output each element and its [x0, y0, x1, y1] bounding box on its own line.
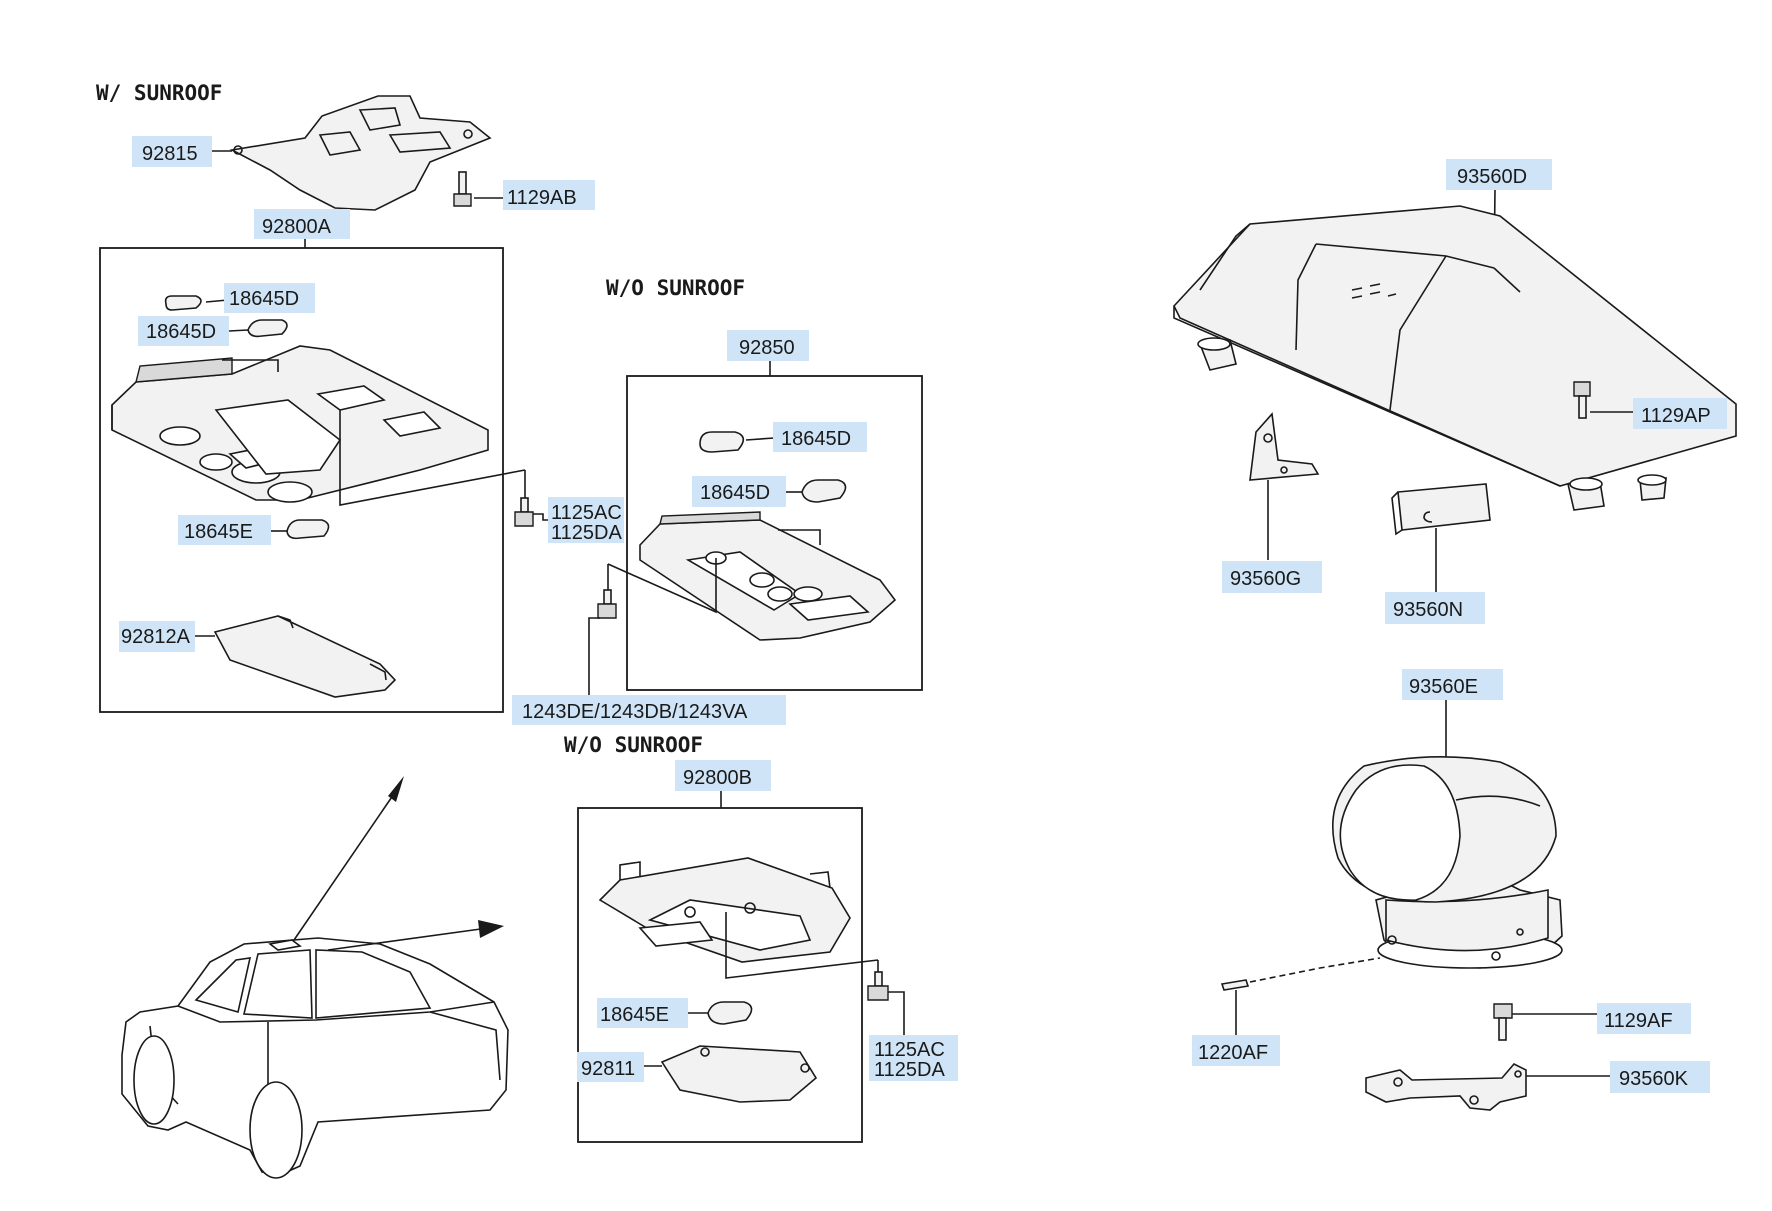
box-92800A	[99, 247, 504, 713]
box-92800B	[577, 807, 863, 1143]
label-92800B: 92800B	[683, 767, 752, 789]
arrow-to-rear-lamp	[327, 920, 504, 951]
car-body-drawing	[121, 937, 509, 1179]
label-bg-92811	[577, 1052, 644, 1082]
label-18645D-upper: 18645D	[229, 288, 299, 310]
label-bg-1220AF	[1192, 1035, 1280, 1066]
label-bg-92815	[132, 136, 212, 167]
label-bg-18645D-mid-lower	[692, 476, 786, 507]
label-bg-1129AP	[1633, 398, 1727, 429]
label-bg-92800B	[675, 760, 771, 791]
screw-1129AP-drawing	[1573, 381, 1640, 419]
label-bg-93560D	[1446, 159, 1552, 190]
label-bg-1243	[512, 695, 786, 725]
header-wo-sunroof-bottom: W/O SUNROOF	[564, 733, 703, 757]
label-bg-18645E-upper	[178, 515, 271, 545]
label-18645D-lower: 18645D	[146, 321, 216, 343]
label-1129AF: 1129AF	[1604, 1010, 1673, 1032]
label-18645E-lower: 18645E	[600, 1004, 669, 1026]
label-93560N: 93560N	[1393, 599, 1463, 621]
label-bg-1129AF	[1597, 1003, 1691, 1034]
label-1125DA-left: 1125DA	[551, 522, 622, 544]
box-92850	[626, 375, 923, 691]
lamp-housing-92850-drawing	[607, 511, 897, 641]
screw-1243-drawing	[588, 564, 617, 695]
label-bg-18645D-lower	[138, 316, 229, 346]
label-1243: 1243DE/1243DB/1243VA	[522, 701, 748, 723]
header-wo-sunroof-top: W/O SUNROOF	[606, 276, 745, 300]
label-1129AP: 1129AP	[1641, 405, 1711, 427]
bracket-93560K-drawing	[1365, 1063, 1612, 1111]
bulb-18645D-mid-upper-drawing	[699, 431, 775, 453]
header-w-sunroof: W/ SUNROOF	[96, 81, 222, 105]
spot-lamp-93560E-drawing	[1331, 756, 1563, 969]
bulb-18645D-mid-lower-drawing	[786, 479, 847, 503]
label-1125DA-right: 1125DA	[874, 1059, 945, 1081]
label-93560K: 93560K	[1619, 1068, 1689, 1090]
label-92850: 92850	[739, 337, 795, 359]
label-93560E: 93560E	[1409, 676, 1478, 698]
label-bg-18645D-mid-upper	[773, 422, 867, 452]
label-bg-93560E	[1402, 669, 1503, 700]
label-1220AF: 1220AF	[1198, 1042, 1268, 1064]
lens-92812A-drawing	[195, 615, 397, 698]
label-bg-18645E-lower	[597, 998, 688, 1028]
screw-1220AF-drawing	[1220, 957, 1381, 1038]
bulb-18645D-upper-drawing	[164, 295, 229, 311]
label-bg-93560K	[1610, 1061, 1710, 1093]
lamp-housing-92800B-drawing	[598, 857, 879, 979]
label-92811: 92811	[581, 1058, 635, 1080]
label-92815: 92815	[142, 143, 198, 165]
label-bg-92812A	[119, 621, 195, 652]
screw-1129AF-drawing	[1493, 1003, 1602, 1041]
label-bg-1125-left	[548, 497, 624, 543]
label-18645E-upper: 18645E	[184, 521, 253, 543]
label-1125AC-left: 1125AC	[551, 502, 622, 524]
label-bg-18645D-upper	[224, 283, 315, 313]
clip-93560N-drawing	[1391, 483, 1491, 592]
bracket-92815-drawing	[229, 95, 492, 211]
label-1125AC-right: 1125AC	[874, 1039, 945, 1061]
arrow-to-sunroof-lamp	[293, 776, 404, 941]
screw-1125-left-drawing	[514, 470, 551, 527]
label-93560G: 93560G	[1230, 568, 1301, 590]
label-18645D-mid-upper: 18645D	[781, 428, 851, 450]
lens-92811-drawing	[644, 1045, 818, 1103]
label-92812A: 92812A	[121, 626, 191, 648]
label-bg-93560G	[1222, 561, 1322, 593]
bulb-18645E-upper-drawing	[271, 519, 330, 540]
bracket-93560G-drawing	[1249, 412, 1320, 560]
lamp-body-93560D-drawing	[1173, 205, 1737, 511]
lamp-housing-sunroof-drawing	[111, 345, 526, 506]
label-93560D: 93560D	[1457, 166, 1527, 188]
label-92800A: 92800A	[262, 216, 332, 238]
label-bg-92800A	[254, 209, 350, 239]
label-bg-92850	[727, 330, 809, 361]
bulb-18645D-lower-drawing	[228, 319, 288, 338]
screw-1129AB-drawing	[453, 171, 505, 207]
label-1129AB: 1129AB	[507, 187, 577, 209]
screw-1125-right-drawing	[867, 960, 905, 1040]
label-bg-1129AB	[503, 180, 595, 210]
label-18645D-mid-lower: 18645D	[700, 482, 770, 504]
label-bg-1125-right	[869, 1035, 958, 1081]
label-bg-93560N	[1385, 592, 1485, 624]
bulb-18645E-lower-drawing	[688, 1001, 753, 1025]
